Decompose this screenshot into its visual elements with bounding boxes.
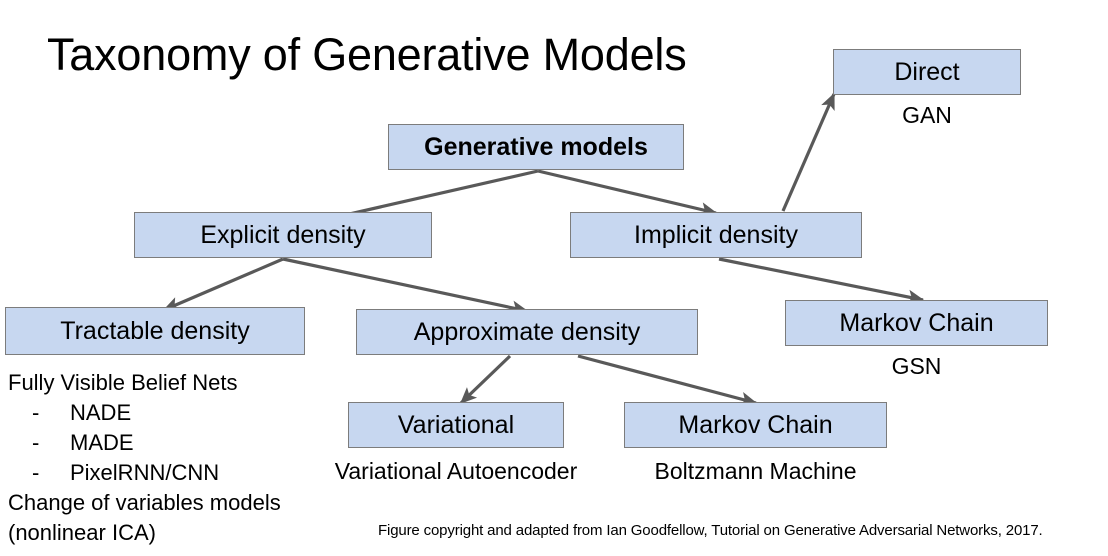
caption-boltzmann-machine: Boltzmann Machine [654,458,857,484]
caption-direct-gan: GAN [902,102,952,128]
node-approximate-density[interactable]: Approximate density [356,309,698,355]
node-generative-models[interactable]: Generative models [388,124,684,170]
page-title: Taxonomy of Generative Models [47,29,687,80]
edge-implicit-to-markov [718,257,925,305]
list-item-label: PixelRNN/CNN [70,459,220,485]
tractable-density-examples: Fully Visible Belief Nets - NADE - MADE - P… [8,368,281,547]
list-item: - MADE [8,428,281,458]
node-explicit-density[interactable]: Explicit density [134,212,432,258]
edge-explicit-to-approximate [282,257,529,315]
dash-marker: - [32,429,40,455]
edge-approximate-to-markov [577,354,758,407]
edge-implicit-to-direct [781,92,836,212]
list-item-label: MADE [70,429,134,455]
node-markov-chain-implicit[interactable]: Markov Chain [785,300,1048,346]
list-heading: Fully Visible Belief Nets [8,370,238,395]
list-item: - PixelRNN/CNN [8,458,281,488]
edge-explicit-to-tractable [162,257,284,312]
edge-root-to-implicit [537,169,718,217]
edge-approximate-to-variational [459,354,512,405]
dash-marker: - [32,459,40,485]
node-implicit-density[interactable]: Implicit density [570,212,862,258]
caption-variational-autoencoder: Variational Autoencoder [334,458,578,484]
node-markov-chain-approximate[interactable]: Markov Chain [624,402,887,448]
figure-credit-footnote: Figure copyright and adapted from Ian Go… [378,522,1043,539]
node-tractable-density[interactable]: Tractable density [5,307,305,355]
node-variational[interactable]: Variational [348,402,564,448]
list-item-label: NADE [70,399,132,425]
node-direct[interactable]: Direct [833,49,1021,95]
list-item: - NADE [8,398,281,428]
caption-markov-chain-gsn: GSN [891,353,942,379]
dash-marker: - [32,399,40,425]
list-tail-line-2: (nonlinear ICA) [8,519,156,545]
list-tail-line-1: Change of variables models [8,489,281,515]
